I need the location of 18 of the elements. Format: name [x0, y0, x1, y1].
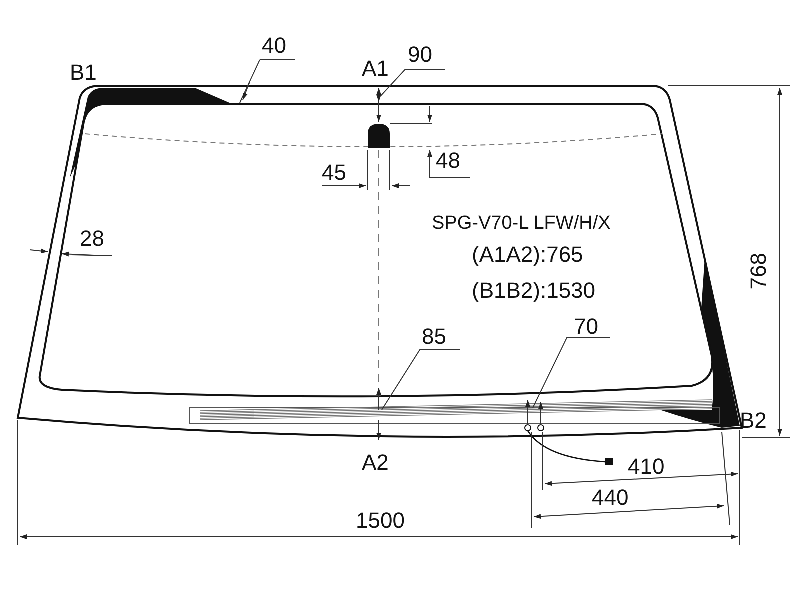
dimension-label: 85 [422, 326, 446, 348]
dimension-label: 440 [592, 487, 629, 509]
dimension-note: (B1B2):1530 [472, 280, 596, 302]
dimension-label: 40 [262, 35, 286, 57]
dimension-label: 48 [436, 150, 460, 172]
point-label: A2 [362, 452, 389, 474]
dimension-label: 90 [408, 44, 432, 66]
dimension-note: (A1A2):765 [472, 244, 584, 266]
dimension-label: 70 [574, 316, 598, 338]
dimension-label: 45 [322, 162, 346, 184]
point-label: B1 [70, 62, 97, 84]
dimension-label: 768 [748, 253, 770, 290]
dimension-label: 410 [628, 456, 665, 478]
dimension-label: 28 [80, 228, 104, 250]
point-label: B2 [740, 410, 767, 432]
dimension-label: 1500 [356, 510, 405, 532]
part-code-label: SPG-V70-L LFW/H/X [432, 214, 611, 233]
point-label: A1 [362, 58, 389, 80]
